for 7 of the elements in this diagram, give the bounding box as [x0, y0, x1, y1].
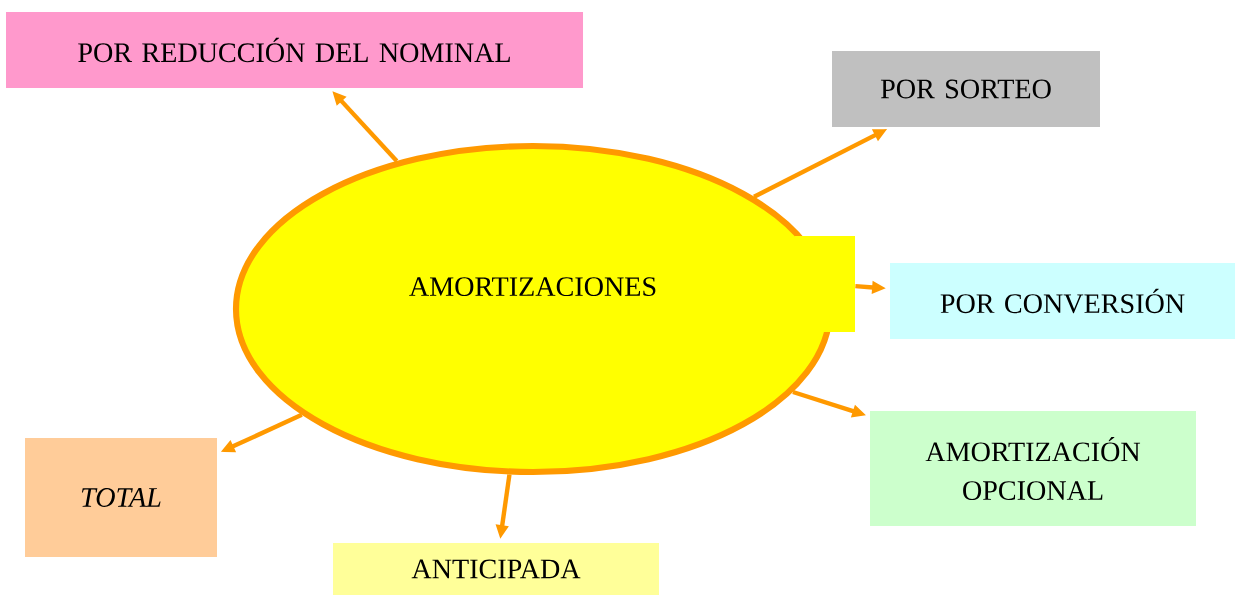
- category-box: POR REDUCCIÓN DEL NOMINAL: [6, 12, 583, 88]
- category-box: ANTICIPADA: [333, 543, 659, 595]
- category-box: AMORTIZACIÓN OPCIONAL: [870, 411, 1196, 526]
- rectangle-shape: [795, 236, 855, 332]
- category-box: POR SORTEO: [832, 51, 1100, 127]
- category-box: POR CONVERSIÓN: [890, 263, 1235, 339]
- category-box: TOTAL: [25, 438, 217, 557]
